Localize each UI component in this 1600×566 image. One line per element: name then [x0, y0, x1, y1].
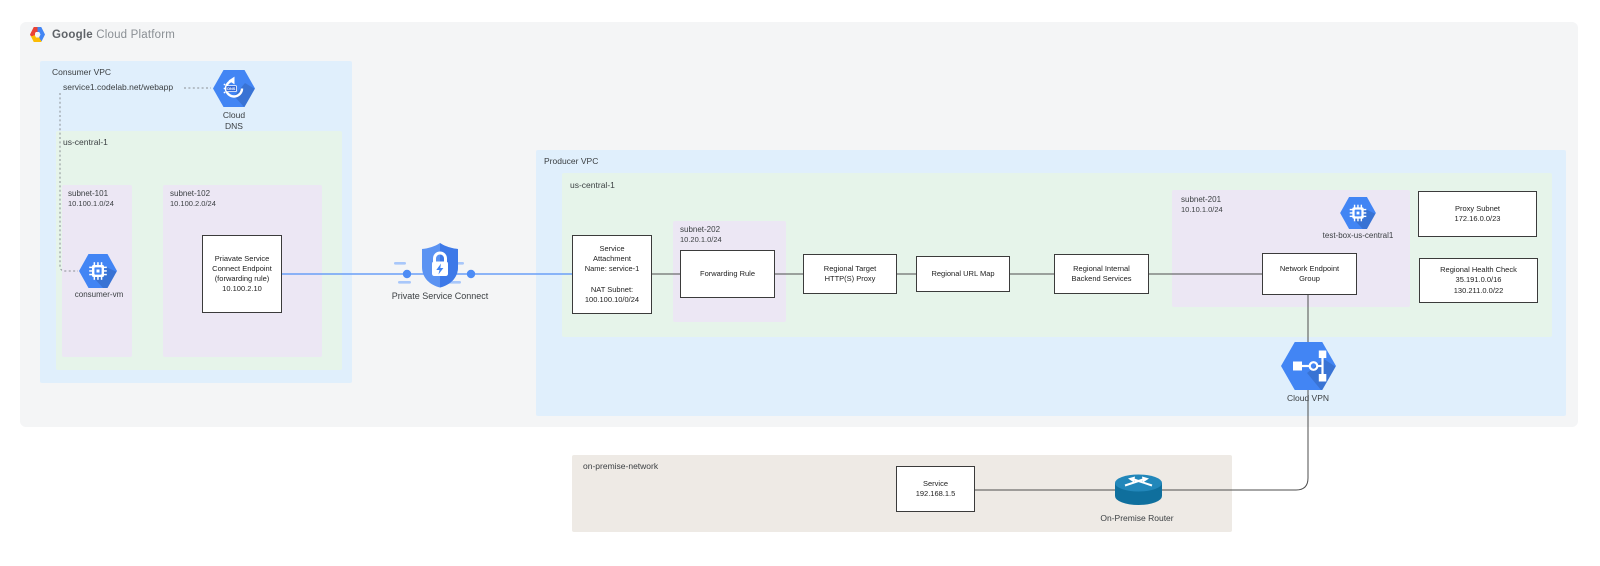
cloud-dns-label: Cloud DNS: [222, 110, 246, 132]
private-service-connect-icon: [422, 243, 458, 288]
producer-region-label: us-central-1: [570, 180, 615, 190]
consumer-vm-icon: [79, 254, 117, 288]
onprem-service-box: Service 192.168.1.5: [896, 466, 975, 512]
private-service-connect-label: Private Service Connect: [391, 291, 489, 301]
dns-record-text: service1.codelab.net/webapp: [63, 82, 174, 92]
target-proxy-box: Regional Target HTTP(S) Proxy: [803, 254, 897, 294]
consumer-vpc-label: Consumer VPC: [52, 67, 112, 77]
health-check-box: Regional Health Check 35.191.0.0/16 130.…: [1419, 258, 1538, 303]
consumer-region-label: us-central-1: [63, 137, 108, 147]
gcp-logo-text: Google Cloud Platform: [52, 29, 175, 41]
gcp-logo-google: Google: [52, 28, 93, 41]
network-endpoint-group-box: Network Endpoint Group: [1262, 253, 1357, 295]
url-map-box: Regional URL Map: [916, 256, 1010, 292]
consumer-vm-label: consumer-vm: [74, 290, 124, 299]
gcp-logo: Google Cloud Platform: [30, 27, 175, 42]
producer-vpc-label: Producer VPC: [544, 156, 599, 166]
backend-services-box: Regional Internal Backend Services: [1054, 254, 1149, 294]
test-box-vm-label: test-box-us-central1: [1322, 231, 1394, 240]
cloud-dns-icon: DNS: [213, 70, 255, 107]
svg-text:DNS: DNS: [227, 86, 236, 91]
on-premise-router-label: On-Premise Router: [1100, 513, 1174, 523]
subnet-202-label: subnet-202 10.20.1.0/24: [680, 225, 722, 245]
test-box-vm-icon: [1340, 197, 1376, 229]
proxy-subnet-box: Proxy Subnet 172.16.0.0/23: [1418, 191, 1537, 237]
forwarding-rule-box: Forwarding Rule: [680, 250, 775, 298]
on-premise-router-icon: [1115, 474, 1162, 505]
service-attachment-box: Service Attachment Name: service-1 NAT S…: [572, 235, 652, 314]
subnet-102-label: subnet-102 10.100.2.0/24: [170, 189, 216, 209]
cloud-vpn-label: Cloud VPN: [1286, 393, 1330, 403]
subnet-201-label: subnet-201 10.10.1.0/24: [1181, 195, 1223, 215]
gcp-logo-suffix: Cloud Platform: [92, 28, 176, 41]
gcp-logo-icon: [30, 27, 45, 42]
cloud-vpn-icon: [1281, 342, 1336, 390]
subnet-101-label: subnet-101 10.100.1.0/24: [68, 189, 114, 209]
on-premise-network-label: on-premise-network: [583, 461, 659, 471]
psc-endpoint-box: Priavate Service Connect Endpoint (forwa…: [202, 235, 282, 313]
